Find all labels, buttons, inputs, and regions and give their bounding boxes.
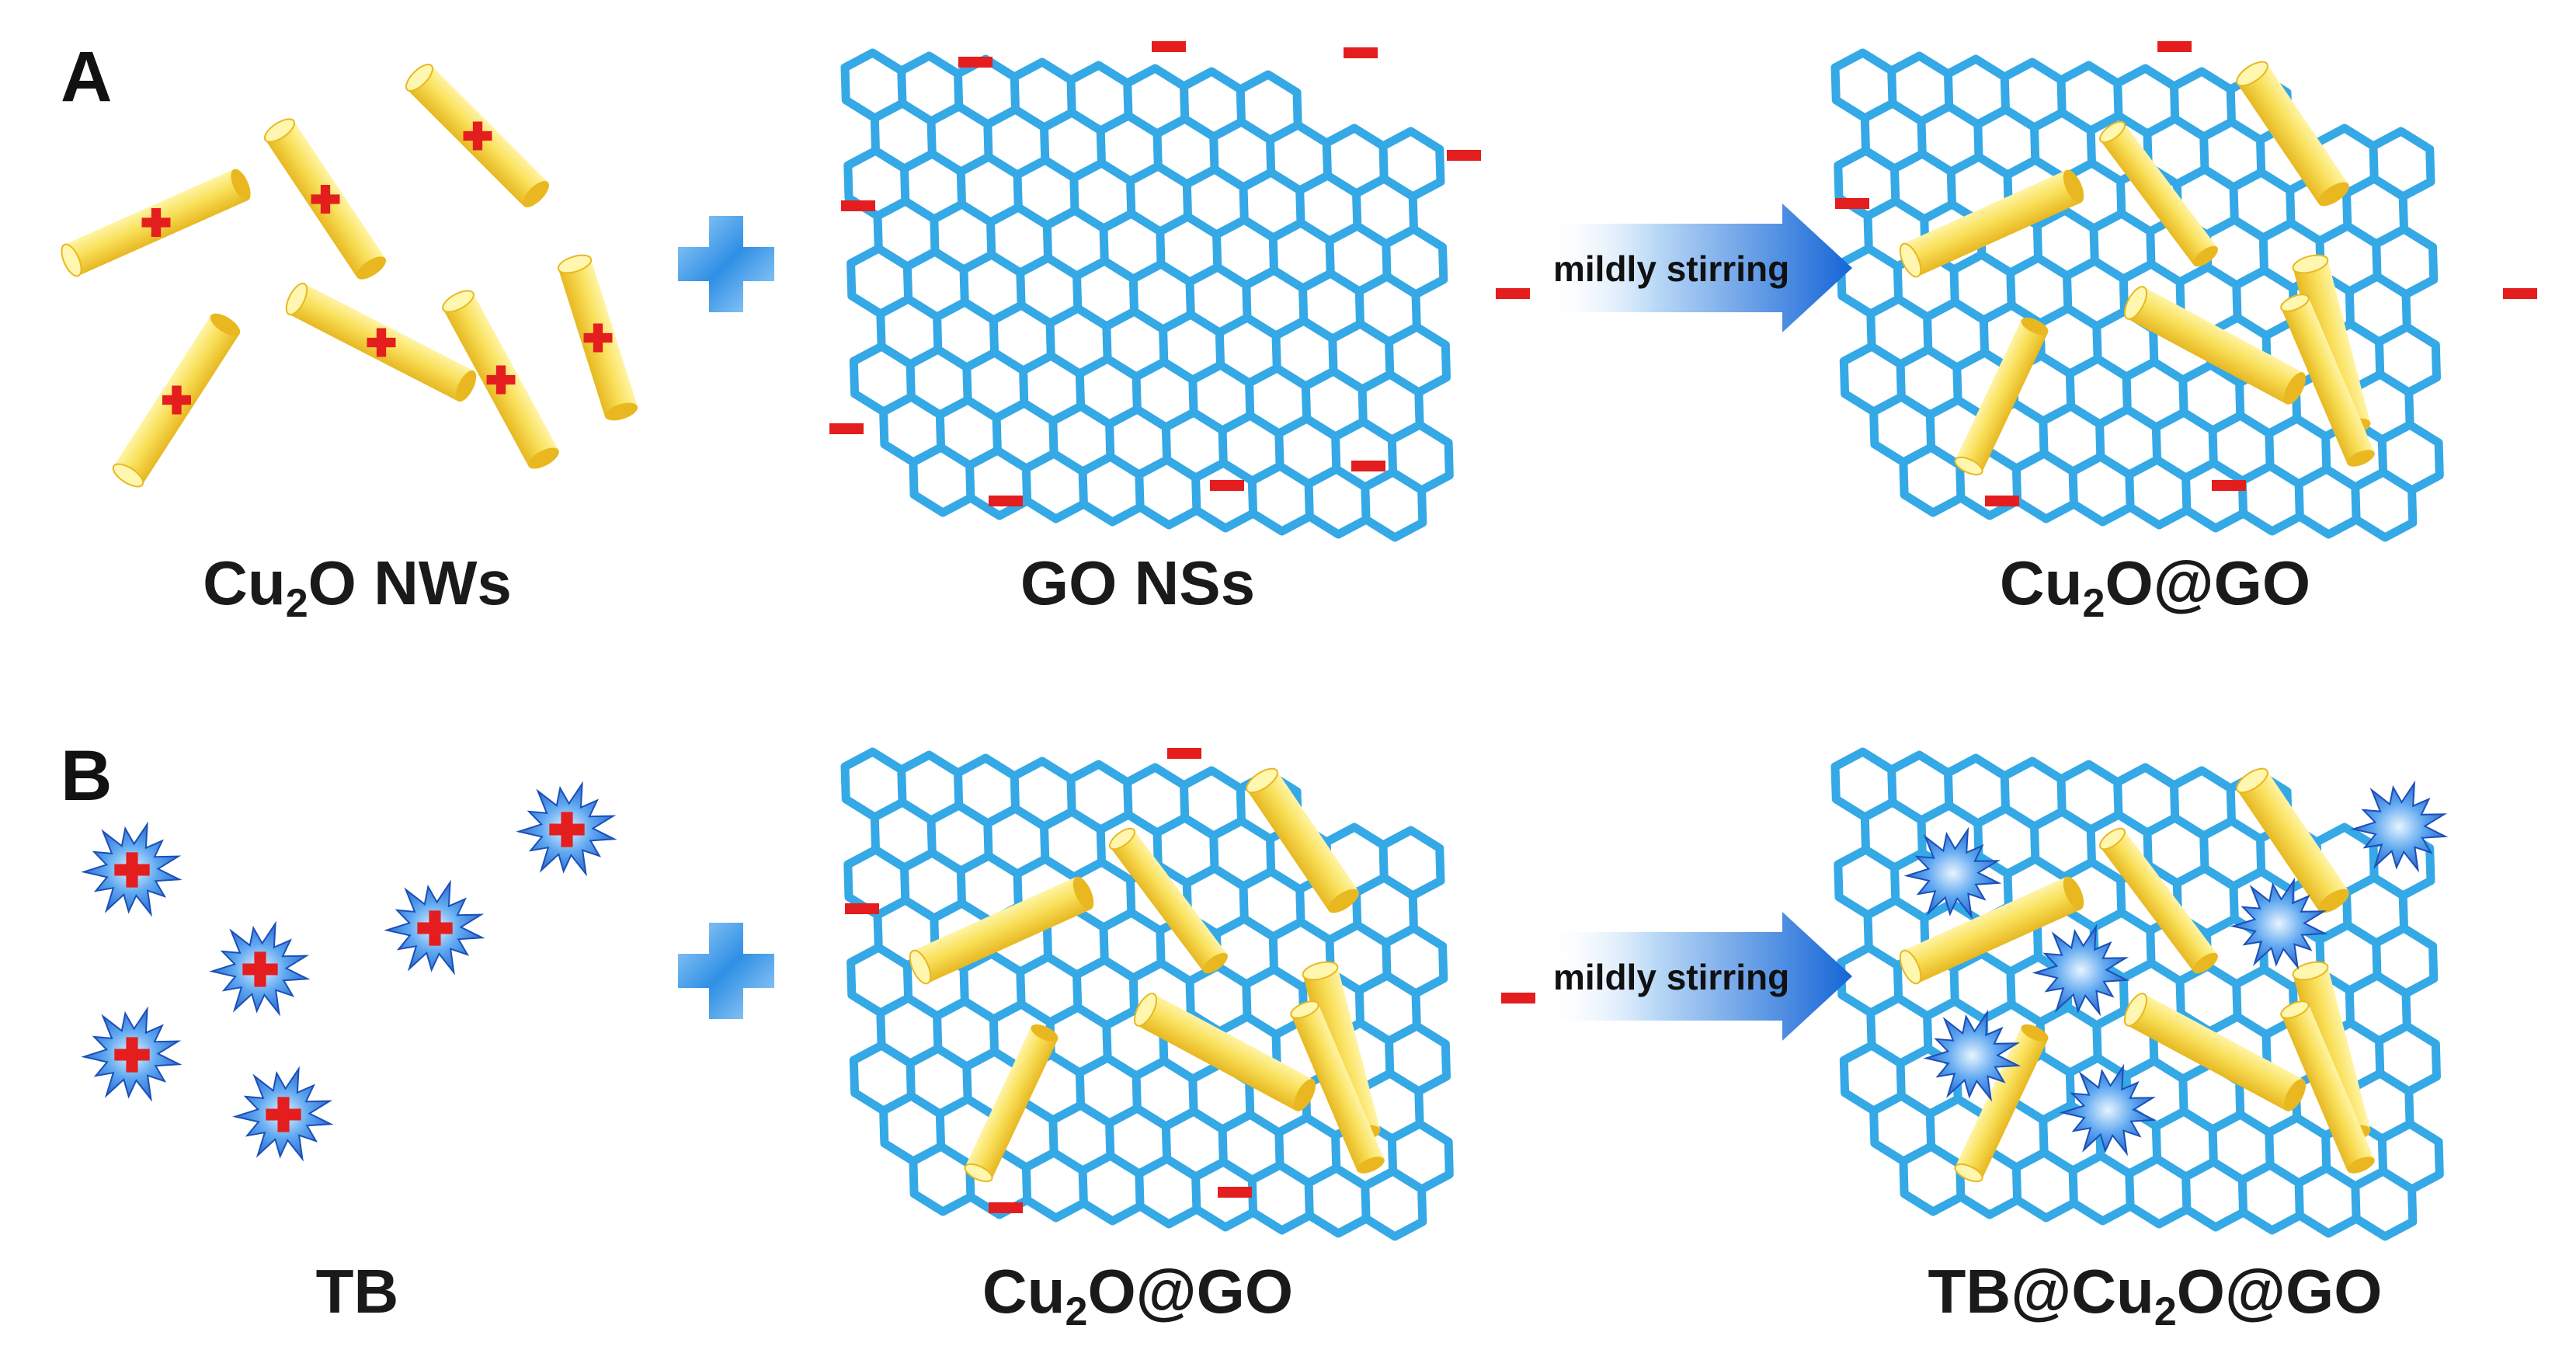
arrow-label: mildly stirring	[1553, 957, 1789, 997]
caption-cu2o-nws: Cu2O NWs	[203, 548, 512, 626]
negative-charge-icon	[1152, 41, 1186, 52]
negative-charge-icon	[1496, 288, 1530, 299]
plus-icon	[678, 216, 774, 312]
reaction-arrow: mildly stirring	[1545, 203, 1852, 332]
toluidine-blue-icon	[2032, 923, 2130, 1017]
nanowire-rod	[1246, 767, 1359, 913]
nanowire-rod	[1133, 993, 1316, 1111]
positive-charge-icon	[367, 328, 396, 357]
negative-charge-icon	[1447, 150, 1481, 161]
particles-layer	[61, 41, 2537, 1213]
negative-charge-icon	[1501, 993, 1535, 1003]
positive-charge-icon	[141, 208, 171, 237]
negative-charge-icon	[1985, 496, 2019, 506]
toluidine-blue-icon	[81, 821, 183, 917]
nanowire-rod	[2280, 294, 2375, 467]
toluidine-blue-icon	[81, 1006, 183, 1102]
negative-charge-icon	[2212, 480, 2246, 491]
arrow-label: mildly stirring	[1553, 249, 1789, 289]
nanowire-rod	[2098, 120, 2219, 267]
plus-icon	[678, 923, 774, 1019]
positive-charge-icon	[311, 185, 340, 214]
positive-charge-icon	[162, 385, 191, 415]
toluidine-blue-icon	[1903, 826, 2002, 920]
nanowire-rod	[1899, 876, 2084, 985]
nanowire-rod	[2280, 1000, 2375, 1174]
caption-cu2o-go: Cu2O@GO	[982, 1257, 1293, 1334]
toluidine-blue-icon	[209, 920, 311, 1017]
toluidine-blue-icon	[384, 879, 485, 976]
nanowire-rod	[1954, 317, 2049, 476]
toluidine-blue-icon	[2350, 780, 2449, 873]
caption-cu2o-go: Cu2O@GO	[2000, 548, 2310, 626]
negative-charge-icon	[1351, 461, 1385, 471]
nanowire-rod	[61, 169, 251, 277]
nanowire-rod	[1899, 169, 2084, 278]
nanowire-rod	[2098, 827, 2219, 974]
reaction-arrow: mildly stirring	[1545, 912, 1852, 1041]
toluidine-blue-icon	[2059, 1063, 2157, 1157]
nanowire-rod	[1290, 1000, 1385, 1174]
nanowire-rod	[405, 64, 549, 207]
negative-charge-icon	[958, 57, 993, 68]
caption-go-nss: GO NSs	[1020, 548, 1255, 617]
negative-charge-icon	[1835, 198, 1869, 209]
negative-charge-icon	[1210, 480, 1244, 491]
positive-charge-icon	[583, 323, 613, 353]
negative-charge-icon	[829, 423, 864, 434]
panel-label-a: A	[61, 37, 112, 117]
negative-charge-icon	[841, 200, 875, 211]
caption-tb: TB	[316, 1257, 399, 1326]
nanowire-rod	[2236, 61, 2349, 207]
nanowire-rod	[557, 254, 638, 421]
toluidine-blue-icon	[516, 781, 617, 877]
nanowire-rod	[2123, 993, 2307, 1111]
negative-charge-icon	[2157, 41, 2192, 52]
nanowire-rod	[2236, 767, 2349, 913]
nanowire-rod	[112, 313, 241, 488]
negative-charge-icon	[1344, 47, 1378, 58]
graphene-oxide-sheet-composite	[1830, 48, 2444, 542]
caption-tb-cu2o-go: TB@Cu2O@GO	[1928, 1257, 2383, 1334]
nanowire-rod	[263, 118, 387, 280]
toluidine-blue-icon	[1923, 1009, 2022, 1102]
panel-label-b: B	[61, 736, 112, 816]
negative-charge-icon	[989, 496, 1023, 506]
nanowire-rod	[285, 282, 477, 402]
negative-charge-icon	[2503, 288, 2537, 299]
toluidine-blue-icon	[2230, 877, 2328, 970]
nanowire-rod	[1108, 827, 1229, 974]
nanowire-rod	[2123, 286, 2307, 405]
nanowire-rod	[2292, 961, 2371, 1143]
negative-charge-icon	[1218, 1187, 1252, 1198]
nanowire-rod	[1954, 1024, 2049, 1183]
positive-charge-icon	[463, 121, 492, 151]
nanowire-rod	[964, 1024, 1059, 1183]
positive-charge-icon	[486, 365, 516, 395]
negative-charge-icon	[1167, 748, 1201, 759]
graphene-oxide-sheet-composite	[840, 747, 1454, 1241]
negative-charge-icon	[989, 1202, 1023, 1213]
nanowire-rod	[909, 876, 1094, 985]
graphene-oxide-sheet	[840, 48, 1454, 542]
nanowire-rod	[442, 290, 559, 469]
negative-charge-icon	[845, 903, 879, 914]
toluidine-blue-icon	[232, 1066, 334, 1162]
